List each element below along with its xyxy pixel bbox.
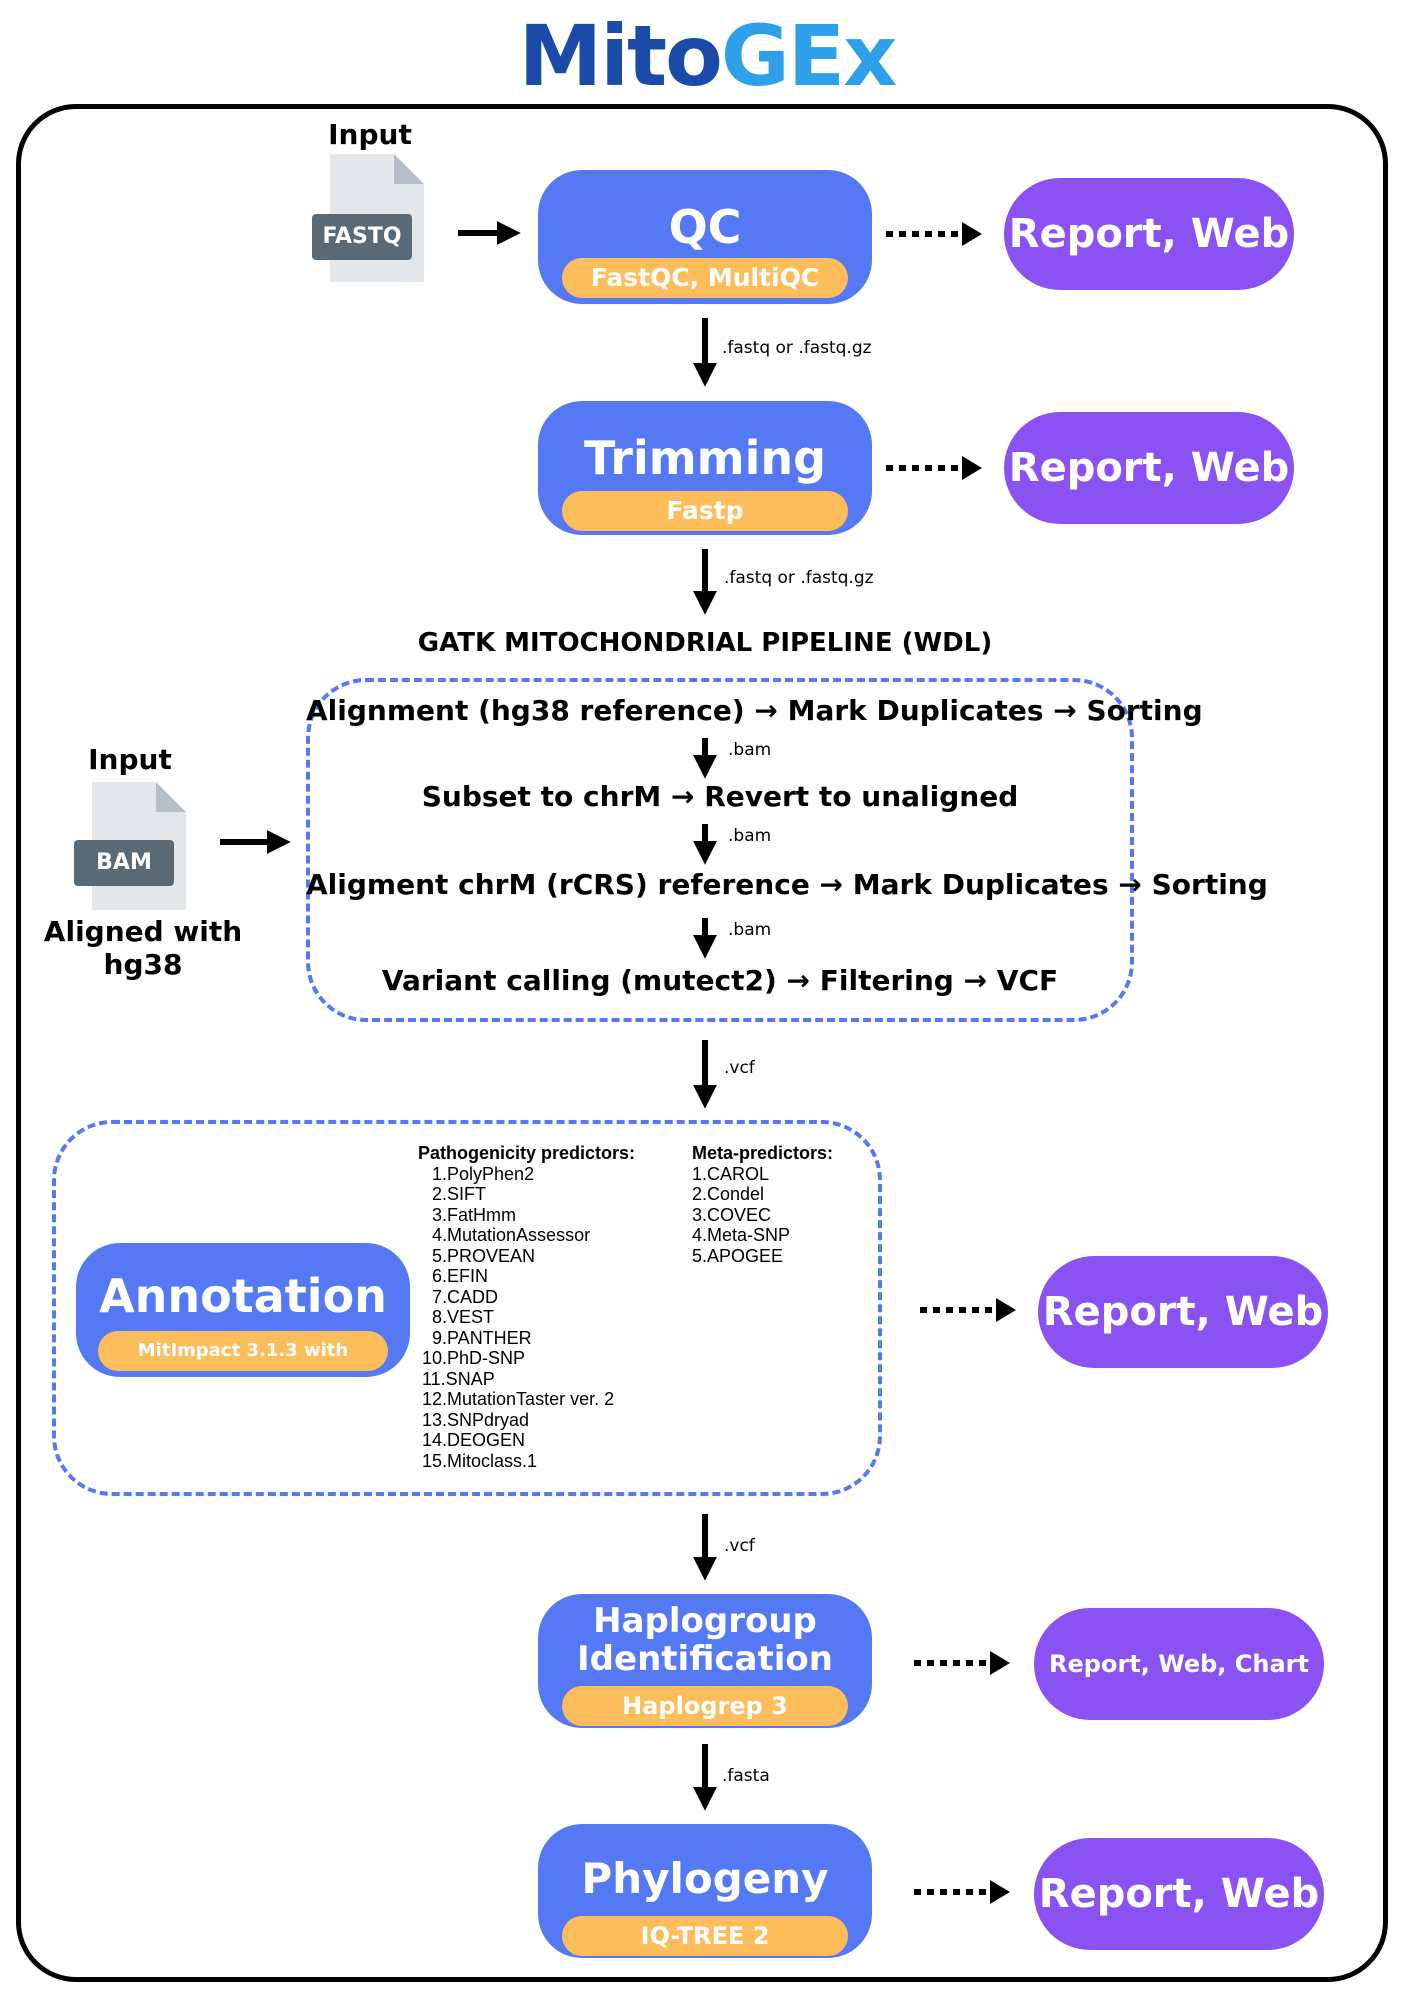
pathogenicity-header: Pathogenicity predictors:	[418, 1143, 636, 1163]
annotation-step: Annotation MitImpact 3.1.3 with ANNOVAR	[76, 1243, 410, 1401]
title-part-mito: Mito	[518, 7, 723, 105]
qc-output: Report, Web	[1004, 178, 1294, 290]
list-item: 2.Condel	[692, 1184, 765, 1204]
bam-note: Aligned with hg38	[43, 915, 243, 981]
list-item: 6.EFIN	[432, 1266, 489, 1286]
filetype-haplo-to-phylo: .fasta	[722, 1766, 770, 1786]
list-item: 12.MutationTaster ver. 2	[422, 1389, 615, 1409]
list-item: 5.APOGEE	[692, 1245, 784, 1266]
trimming-output: Report, Web	[1004, 412, 1294, 524]
phylogeny-step-title: Phylogeny	[581, 1854, 829, 1903]
trimming-tool-label: Fastp	[562, 491, 848, 531]
filetype-trim-to-gatk: .fastq or .fastq.gz	[724, 568, 874, 588]
phylogeny-output: Report, Web	[1034, 1838, 1324, 1950]
fastq-badge: FASTQ	[322, 224, 402, 249]
phylogeny-step: Phylogeny IQ-TREE 2	[538, 1824, 872, 1958]
app-title: MitoGEx	[0, 14, 1414, 98]
gatk-line-3: Aligment chrM (rCRS) reference → Mark Du…	[306, 868, 1268, 901]
haplogroup-output: Report, Web, Chart	[1034, 1608, 1324, 1720]
pipeline-frame	[16, 104, 1388, 1982]
pathogenicity-list: Pathogenicity predictors: 1.PolyPhen2 2.…	[418, 1143, 678, 1471]
list-item: 7.CADD	[432, 1286, 499, 1307]
meta-header: Meta-predictors:	[692, 1143, 834, 1163]
gatk-line-2: Subset to chrM → Revert to unaligned	[421, 780, 1019, 813]
gatk-pipeline-box	[306, 678, 1134, 1022]
title-part-gex: GEx	[720, 7, 898, 105]
gatk-header: GATK MITOCHONDRIAL PIPELINE (WDL)	[417, 628, 993, 658]
fastq-file-icon	[312, 154, 424, 282]
filetype-gatk-to-annot: .vcf	[724, 1058, 755, 1078]
list-item: 4.Meta-SNP	[692, 1225, 791, 1245]
bam-badge: BAM	[96, 850, 152, 875]
list-item: 14.DEOGEN	[422, 1430, 526, 1450]
list-item: 3.COVEC	[692, 1204, 772, 1225]
filetype-annot-to-haplo: .vcf	[724, 1536, 755, 1556]
list-item: 13.SNPdryad	[422, 1409, 530, 1430]
fastq-input-label: Input	[328, 118, 412, 151]
haplogroup-tool-label: Haplogrep 3	[562, 1686, 848, 1726]
list-item: 5.PROVEAN	[432, 1245, 536, 1266]
annotation-step-title: Annotation	[99, 1269, 387, 1323]
gatk-line-1: Alignment (hg38 reference) → Mark Duplic…	[306, 694, 1203, 727]
meta-predictor-list: Meta-predictors: 1.CAROL 2.Condel 3.COVE…	[692, 1143, 872, 1266]
annotation-box	[52, 1120, 882, 1496]
list-item: 11.SNAP	[422, 1368, 495, 1389]
filetype-gatk-1: .bam	[728, 740, 772, 760]
filetype-gatk-3: .bam	[728, 920, 772, 940]
list-item: 1.PolyPhen2	[432, 1163, 535, 1184]
qc-step: QC FastQC, MultiQC	[538, 170, 872, 304]
filetype-gatk-2: .bam	[728, 826, 772, 846]
bam-input-label: Input	[88, 743, 172, 776]
list-item: 2.SIFT	[432, 1184, 487, 1204]
trimming-step-title: Trimming	[583, 431, 827, 485]
list-item: 1.CAROL	[692, 1163, 770, 1184]
trimming-step: Trimming Fastp	[538, 401, 872, 535]
list-item: 10.PhD-SNP	[422, 1348, 526, 1368]
haplogroup-step: Haplogroup Identification Haplogrep 3	[538, 1594, 872, 1728]
qc-tool-label: FastQC, MultiQC	[562, 258, 848, 298]
haplogroup-step-title-1: Haplogroup	[593, 1601, 817, 1641]
haplogroup-step-title-2: Identification	[577, 1639, 833, 1679]
list-item: 3.FatHmm	[432, 1204, 517, 1225]
annotation-output: Report, Web	[1038, 1256, 1328, 1368]
annotation-tool-label: MitImpact 3.1.3 with ANNOVAR	[98, 1331, 388, 1401]
list-item: 15.Mitoclass.1	[422, 1450, 538, 1471]
list-item: 8.VEST	[432, 1307, 495, 1327]
filetype-qc-to-trim: .fastq or .fastq.gz	[722, 338, 872, 358]
list-item: 9.PANTHER	[432, 1327, 532, 1348]
phylogeny-tool-label: IQ-TREE 2	[562, 1916, 848, 1956]
list-item: 4.MutationAssessor	[432, 1225, 591, 1245]
bam-file-icon	[74, 782, 186, 910]
qc-step-title: QC	[668, 200, 742, 254]
gatk-line-4: Variant calling (mutect2) → Filtering → …	[381, 964, 1059, 997]
